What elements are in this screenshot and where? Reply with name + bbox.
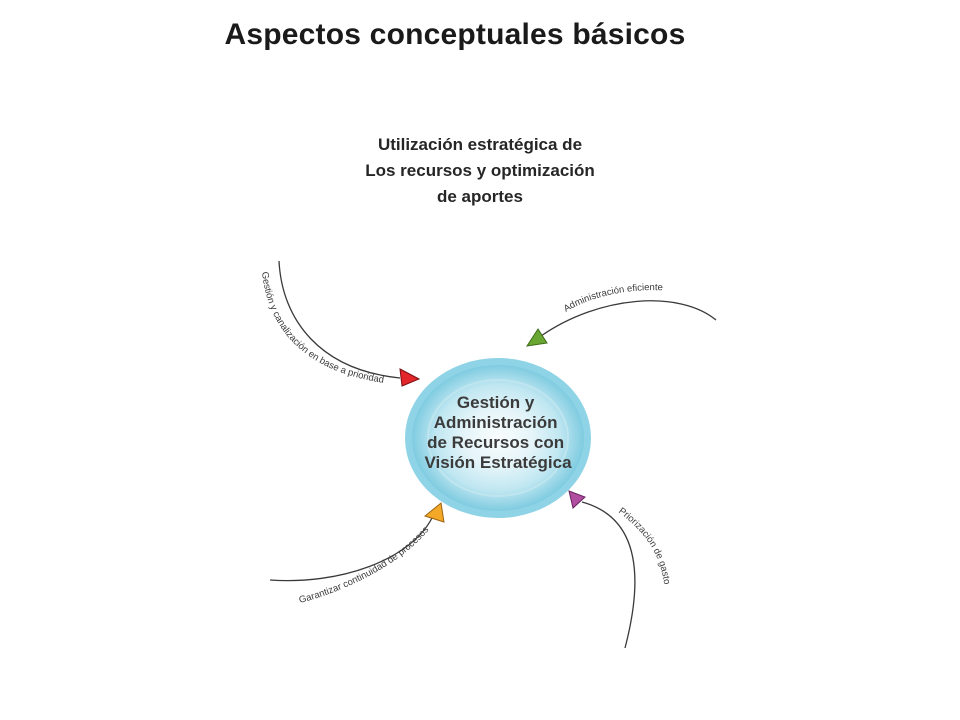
arc-top-left [278, 260, 401, 379]
center-label: Gestión y Administración de Recursos con… [424, 393, 572, 472]
label-top-right: Administración eficiente [562, 282, 663, 315]
subtitle-line: de aportes [437, 187, 523, 206]
subtitle: Utilización estratégica de Los recursos … [330, 132, 630, 210]
label-bottom-left: Garantizar continuidad de procesos [298, 524, 432, 606]
red-arrow-icon [399, 368, 421, 387]
green-arrow-icon [525, 328, 548, 347]
subtitle-line: Utilización estratégica de [377, 135, 583, 154]
arc-bottom-right [581, 501, 636, 649]
arc-bottom-left [269, 517, 433, 582]
label-top-left: Gestión y canalización en base a priorid… [0, 0, 385, 386]
label-bottom-right: Priorización de gasto [616, 506, 672, 586]
subtitle-line: Los recursos y optimización [365, 161, 595, 180]
arc-top-right [540, 300, 717, 337]
yellow-arrow-icon [423, 502, 445, 523]
slide-title: Aspectos conceptuales básicos [224, 18, 686, 51]
purple-arrow-icon [568, 490, 586, 509]
